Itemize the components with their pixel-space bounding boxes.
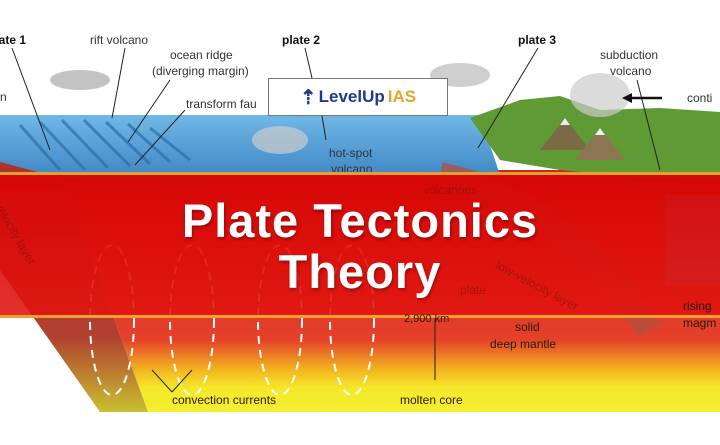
mountain: [540, 118, 590, 150]
logo-arrow-icon: ⇡: [299, 86, 317, 109]
label-convection-currents: convection currents: [172, 393, 277, 407]
label-subduction: subduction: [600, 48, 659, 62]
ocean-surface: [0, 115, 500, 178]
label-plate: plate: [460, 283, 487, 297]
label-plate3: plate 3: [518, 33, 557, 47]
arrow-head: [622, 93, 632, 103]
label-depth: 2,900 km: [404, 313, 450, 325]
title-line-1: Plate Tectonics: [181, 194, 539, 247]
label-plate1: plate 1: [0, 33, 27, 47]
leader-lines: [11, 47, 661, 393]
ridge-lines: [18, 118, 191, 172]
label-volcanoes: volcanoes: [423, 183, 478, 197]
label-subduction-volcano: volcano: [610, 64, 652, 78]
label-molten-core: molten core: [400, 393, 463, 407]
logo: ⇡ LevelUp IAS: [268, 78, 448, 116]
label-solid: solid: [515, 320, 540, 334]
label-continent: conti: [687, 91, 713, 105]
label-deep-mantle: deep mantle: [490, 337, 557, 351]
mountain: [575, 128, 625, 160]
smoke: [570, 73, 630, 117]
label-magma: magm: [683, 316, 717, 330]
label-transform-fault: transform fau: [186, 97, 257, 111]
label-hot-spot: hot-spot: [329, 146, 373, 160]
logo-suffix: IAS: [387, 87, 417, 106]
title-line-2: Theory: [278, 245, 442, 298]
smoke: [50, 70, 110, 90]
label-edge: n: [0, 90, 7, 104]
label-rift-volcano: rift volcano: [90, 33, 149, 47]
logo-brand: LevelUp: [318, 87, 385, 106]
label-diverging-margin: (diverging margin): [152, 64, 249, 78]
label-rising: rising: [683, 299, 712, 313]
label-ocean-ridge: ocean ridge: [170, 48, 233, 62]
smoke: [252, 126, 308, 154]
label-plate2: plate 2: [282, 33, 321, 47]
title-banner: [0, 172, 720, 318]
